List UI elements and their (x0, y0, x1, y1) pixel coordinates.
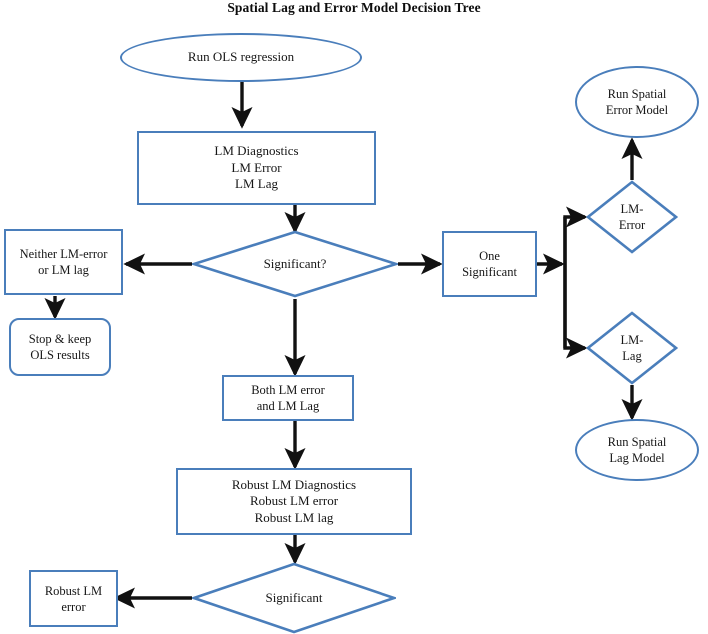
node-neither-lm-error-or-lm-lag[interactable]: Neither LM-error or LM lag (4, 229, 123, 295)
node-run-ols-regression-label: Run OLS regression (187, 49, 295, 65)
node-run-spatial-lag-model[interactable]: Run Spatial Lag Model (575, 419, 699, 481)
node-lm-lag[interactable]: LM- Lag (586, 311, 678, 385)
node-significant-question-label: Significant? (263, 255, 327, 271)
diamond-outline (192, 230, 398, 298)
node-significant-question[interactable]: Significant? (192, 230, 398, 298)
node-neither-label: Neither LM-error or LM lag (19, 247, 108, 277)
node-lm-diagnostics-label: LM Diagnostics LM Error LM Lag (214, 143, 299, 192)
page-title: Spatial Lag and Error Model Decision Tre… (227, 0, 481, 15)
node-lm-diagnostics[interactable]: LM Diagnostics LM Error LM Lag (137, 131, 376, 205)
edge-bus-to-lm-error (563, 206, 588, 264)
node-robust-lm-error[interactable]: Robust LM error (29, 570, 118, 627)
node-run-spatial-lag-model-label: Run Spatial Lag Model (607, 435, 667, 465)
node-both-lm-error-and-lm-lag[interactable]: Both LM error and LM Lag (222, 375, 354, 421)
node-run-ols-regression[interactable]: Run OLS regression (120, 33, 362, 82)
node-stop-keep-ols-results[interactable]: Stop & keep OLS results (9, 318, 111, 376)
node-significant-bottom-label: Significant (265, 589, 323, 605)
diamond-outline (586, 180, 678, 254)
node-one-significant[interactable]: One Significant (442, 231, 537, 297)
node-robust-lm-error-label: Robust LM error (44, 583, 103, 614)
node-robust-lm-diagnostics-label: Robust LM Diagnostics Robust LM error Ro… (231, 476, 357, 525)
diamond-outline (192, 562, 396, 634)
node-significant-bottom[interactable]: Significant (192, 562, 396, 634)
node-one-significant-label: One Significant (462, 249, 517, 279)
diamond-outline (586, 311, 678, 385)
node-run-spatial-error-model-label: Run Spatial Error Model (605, 87, 669, 117)
node-stop-keep-label: Stop & keep OLS results (28, 332, 92, 362)
node-both-lm-label: Both LM error and LM Lag (251, 383, 325, 413)
node-lm-error-label: LM- Error (618, 202, 646, 232)
node-robust-lm-diagnostics[interactable]: Robust LM Diagnostics Robust LM error Ro… (176, 468, 412, 535)
node-run-spatial-error-model[interactable]: Run Spatial Error Model (575, 66, 699, 138)
node-lm-lag-label: LM- Lag (620, 333, 644, 363)
edge-bus-to-lm-lag (563, 264, 588, 359)
node-lm-error[interactable]: LM- Error (586, 180, 678, 254)
